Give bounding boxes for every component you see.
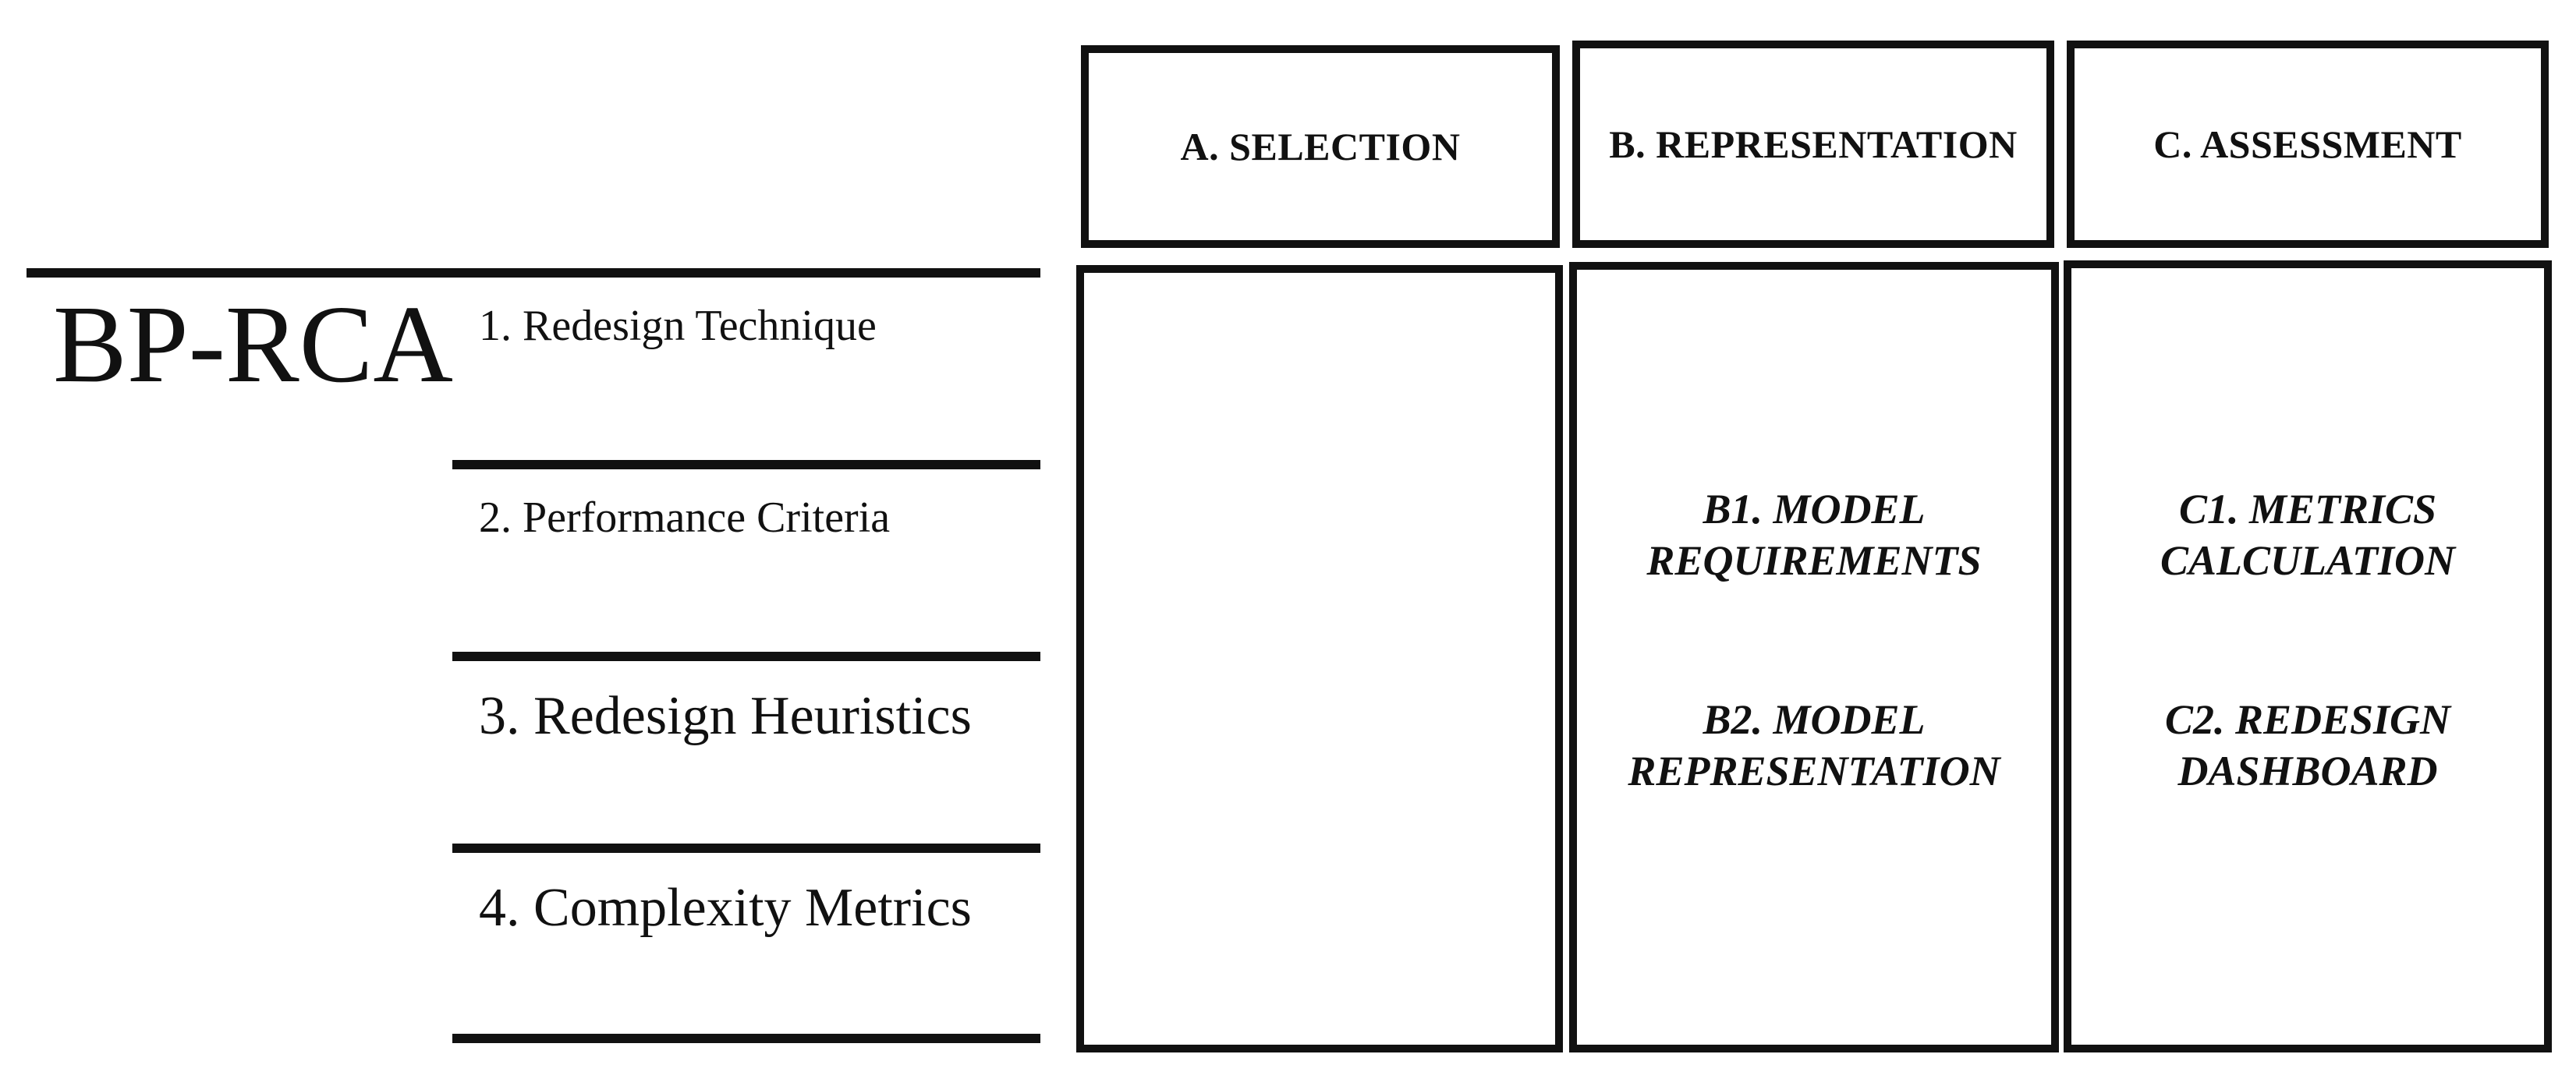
framework-title: BP-RCA bbox=[53, 282, 453, 405]
body-box-assessment: C1. METRICS CALCULATION C2. REDESIGN DAS… bbox=[2064, 260, 2552, 1052]
row-divider-1 bbox=[452, 460, 1040, 469]
row-label-complexity-metrics: 4. Complexity Metrics bbox=[479, 878, 972, 938]
top-rule-line bbox=[27, 268, 1040, 278]
row-label-performance-criteria: 2. Performance Criteria bbox=[479, 493, 891, 542]
header-selection-label: A. SELECTION bbox=[1180, 125, 1461, 168]
row-divider-2 bbox=[452, 652, 1040, 661]
stage-item-b1: B1. MODEL REQUIREMENTS bbox=[1577, 483, 2051, 586]
header-assessment-label: C. ASSESSMENT bbox=[2153, 122, 2462, 166]
stage-item-c2-line2: DASHBOARD bbox=[2177, 748, 2438, 794]
bottom-rule-line bbox=[452, 1034, 1040, 1043]
stage-item-b2: B2. MODEL REPRESENTATION bbox=[1577, 694, 2051, 797]
stage-item-b1-line2: REQUIREMENTS bbox=[1646, 537, 1982, 584]
row-label-redesign-heuristics: 3. Redesign Heuristics bbox=[479, 686, 972, 746]
stage-item-c2-line1: C2. REDESIGN bbox=[2164, 696, 2451, 743]
stage-item-b2-line2: REPRESENTATION bbox=[1628, 748, 2000, 794]
stage-item-c2: C2. REDESIGN DASHBOARD bbox=[2071, 694, 2544, 797]
row-divider-3 bbox=[452, 844, 1040, 853]
stage-item-b1-line1: B1. MODEL bbox=[1703, 486, 1926, 532]
stage-item-b2-line1: B2. MODEL bbox=[1703, 696, 1926, 743]
header-box-selection: A. SELECTION bbox=[1081, 45, 1560, 248]
header-box-assessment: C. ASSESSMENT bbox=[2067, 41, 2549, 248]
body-box-selection bbox=[1076, 265, 1563, 1052]
header-box-representation: B. REPRESENTATION bbox=[1572, 41, 2054, 248]
stage-item-c1: C1. METRICS CALCULATION bbox=[2071, 483, 2544, 586]
row-label-redesign-technique: 1. Redesign Technique bbox=[479, 302, 877, 350]
header-representation-label: B. REPRESENTATION bbox=[1609, 122, 2018, 166]
stage-item-c1-line1: C1. METRICS bbox=[2178, 486, 2437, 532]
stage-item-c1-line2: CALCULATION bbox=[2160, 537, 2456, 584]
body-box-representation: B1. MODEL REQUIREMENTS B2. MODEL REPRESE… bbox=[1569, 262, 2059, 1052]
